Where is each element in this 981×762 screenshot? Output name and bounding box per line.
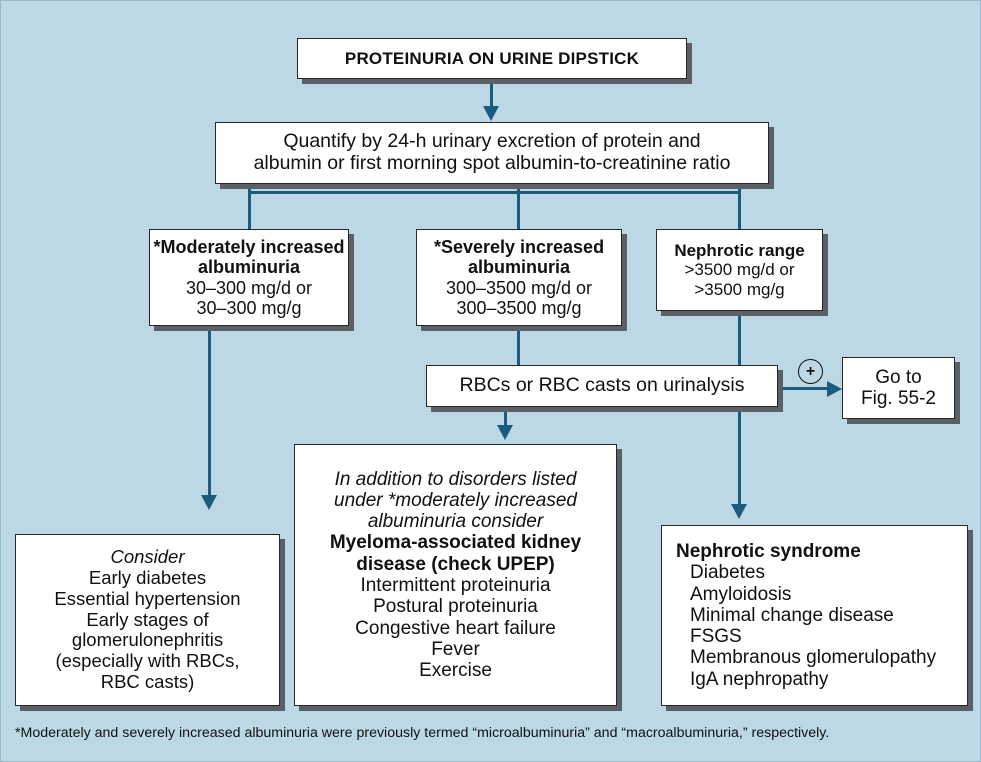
node-line: albuminuria bbox=[197, 257, 300, 278]
connector-rbc-to-goto bbox=[778, 387, 834, 390]
node-line: Fig. 55-2 bbox=[861, 388, 936, 409]
node-line: Consider bbox=[110, 546, 185, 568]
node-proteinuria-on-urine-dipstick[interactable]: PROTEINURIA ON URINE DIPSTICK bbox=[297, 38, 687, 79]
connector-nephrotic-range-to-syndrome bbox=[738, 311, 741, 509]
node-moderately-increased-albuminuria[interactable]: *Moderately increased albuminuria 30–300… bbox=[149, 229, 349, 326]
node-line: albuminuria consider bbox=[367, 511, 544, 533]
node-rbcs-or-rbc-casts-on-urinalysis[interactable]: RBCs or RBC casts on urinalysis bbox=[426, 365, 778, 407]
node-line: Early diabetes bbox=[88, 567, 207, 589]
node-line: *Severely increased bbox=[433, 237, 605, 258]
figure-footnote: *Moderately and severely increased album… bbox=[15, 725, 830, 741]
node-line: Intermittent proteinuria bbox=[360, 575, 551, 596]
node-line: FSGS bbox=[690, 626, 742, 648]
node-line: Essential hypertension bbox=[54, 587, 241, 609]
node-line: >3500 mg/d or bbox=[684, 260, 795, 280]
arrowhead-to-goto bbox=[827, 381, 842, 397]
node-line: Go to bbox=[875, 366, 922, 388]
connector-bus-to-nephrotic-range bbox=[738, 184, 741, 230]
node-line: disease (check UPEP) bbox=[356, 553, 555, 575]
arrowhead-to-consider bbox=[201, 495, 217, 510]
plus-marker-icon: + bbox=[798, 359, 823, 384]
node-line: 300–3500 mg/g bbox=[456, 297, 582, 318]
node-line: PROTEINURIA ON URINE DIPSTICK bbox=[344, 48, 640, 68]
node-line: IgA nephropathy bbox=[690, 668, 829, 690]
node-line: >3500 mg/g bbox=[694, 279, 785, 299]
node-line: RBCs or RBC casts on urinalysis bbox=[459, 374, 745, 397]
node-line: Minimal change disease bbox=[690, 604, 894, 626]
node-line: Congestive heart failure bbox=[355, 617, 556, 639]
node-line: Diabetes bbox=[690, 562, 765, 584]
node-line: In addition to disorders listed bbox=[334, 468, 577, 490]
node-line: Nephrotic syndrome bbox=[676, 541, 861, 563]
node-line: RBC casts) bbox=[100, 670, 195, 692]
node-line: *Moderately increased bbox=[153, 237, 345, 258]
node-consider-differential[interactable]: Consider Early diabetes Essential hypert… bbox=[15, 534, 280, 706]
node-line: Exercise bbox=[419, 660, 492, 682]
arrowhead-to-nephrotic-syndrome bbox=[731, 504, 747, 519]
node-line: Fever bbox=[431, 638, 480, 660]
node-line: Quantify by 24-h urinary excretion of pr… bbox=[283, 130, 701, 153]
node-line: albuminuria bbox=[467, 257, 570, 278]
arrowhead-to-myeloma bbox=[497, 425, 513, 440]
arrowhead-to-quantify bbox=[483, 106, 499, 121]
node-myeloma-associated-differential[interactable]: In addition to disorders listed under *m… bbox=[294, 444, 617, 706]
node-quantify[interactable]: Quantify by 24-h urinary excretion of pr… bbox=[215, 122, 769, 184]
node-nephrotic-syndrome-causes[interactable]: Nephrotic syndrome Diabetes Amyloidosis … bbox=[661, 525, 968, 706]
node-line: 300–3500 mg/d or bbox=[445, 277, 593, 298]
node-line: Amyloidosis bbox=[690, 583, 792, 605]
node-line: Postural proteinuria bbox=[373, 596, 538, 618]
node-line: (especially with RBCs, bbox=[55, 650, 240, 672]
connector-severe-to-rbc bbox=[517, 326, 520, 367]
connector-moderate-to-consider bbox=[208, 326, 211, 499]
node-line: Membranous glomerulopathy bbox=[690, 647, 937, 669]
node-go-to-fig-55-2[interactable]: Go to Fig. 55-2 bbox=[842, 357, 955, 419]
node-line: under *moderately increased bbox=[334, 489, 577, 511]
connector-top-to-quantify bbox=[490, 79, 493, 108]
node-line: glomerulonephritis bbox=[71, 629, 224, 651]
connector-bus-to-moderate bbox=[248, 184, 251, 230]
node-line: 30–300 mg/d or bbox=[185, 277, 313, 298]
node-nephrotic-range[interactable]: Nephrotic range >3500 mg/d or >3500 mg/g bbox=[656, 229, 823, 311]
node-line: Myeloma-associated kidney bbox=[329, 532, 582, 554]
node-line: Early stages of bbox=[86, 608, 209, 630]
connector-bus-horizontal bbox=[248, 191, 741, 194]
connector-rbc-to-myeloma bbox=[504, 407, 507, 429]
plus-symbol: + bbox=[805, 362, 816, 380]
node-severely-increased-albuminuria[interactable]: *Severely increased albuminuria 300–3500… bbox=[416, 229, 622, 326]
node-line: albumin or first morning spot albumin-to… bbox=[253, 152, 731, 174]
node-line: Nephrotic range bbox=[674, 241, 805, 261]
node-line: 30–300 mg/g bbox=[196, 297, 302, 318]
connector-bus-to-severe bbox=[517, 184, 520, 230]
